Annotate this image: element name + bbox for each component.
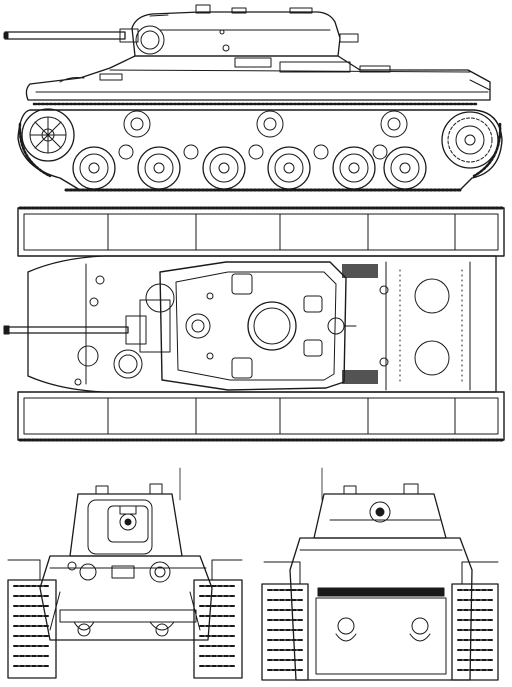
top-turret bbox=[160, 262, 356, 390]
rear-hull bbox=[290, 538, 472, 680]
side-return-rollers bbox=[124, 111, 407, 137]
top-view bbox=[4, 208, 504, 440]
side-view bbox=[4, 5, 502, 190]
top-track-upper bbox=[18, 208, 504, 256]
side-idler-wheel bbox=[22, 109, 74, 161]
side-drive-sprocket bbox=[442, 112, 498, 168]
top-gun bbox=[4, 284, 174, 352]
side-gun-barrel bbox=[4, 29, 138, 42]
side-road-wheels bbox=[73, 145, 426, 189]
top-hull-deck bbox=[28, 256, 496, 392]
side-turret bbox=[132, 5, 358, 67]
side-hull bbox=[26, 56, 490, 100]
rear-track-left bbox=[262, 584, 308, 680]
rear-track-right bbox=[452, 584, 498, 680]
front-track-right bbox=[194, 580, 242, 678]
top-track-lower bbox=[18, 392, 504, 440]
front-turret bbox=[70, 484, 182, 556]
side-track bbox=[18, 104, 502, 190]
front-view bbox=[8, 468, 242, 678]
rear-turret bbox=[314, 484, 446, 538]
rear-view bbox=[262, 468, 498, 680]
front-track-left bbox=[8, 580, 56, 678]
front-hull bbox=[40, 556, 212, 640]
